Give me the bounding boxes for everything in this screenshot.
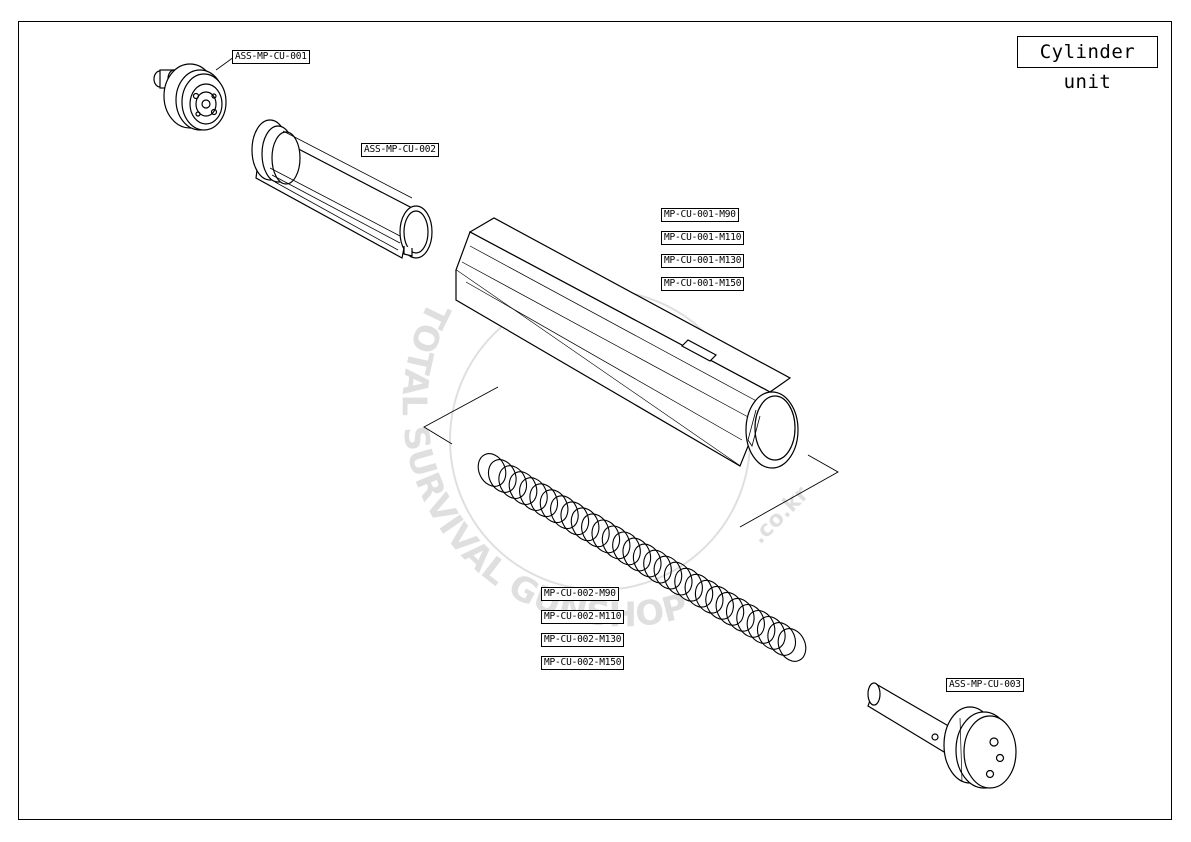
spring-coil	[663, 561, 693, 596]
spring-coil	[477, 453, 507, 487]
spring-coil	[498, 465, 528, 500]
spring-coil	[725, 597, 755, 632]
cylinder-part	[455, 217, 799, 469]
spring-coil	[756, 615, 786, 650]
part-label-cylinder-m90: MP-CU-001-M90	[661, 208, 739, 222]
part-label-spring-guide: ASS-MP-CU-003	[946, 678, 1024, 692]
spring-coil	[705, 585, 734, 620]
spring-coil	[591, 519, 621, 554]
part-label-cylinder-m150: MP-CU-001-M150	[661, 277, 745, 291]
spring-coil	[715, 591, 745, 626]
part-label-spring-m130: MP-CU-002-M130	[541, 633, 625, 647]
spring-coil	[601, 525, 631, 560]
spring-guide-part	[867, 682, 1017, 789]
spring-coil	[632, 543, 662, 578]
spring-coil	[539, 489, 569, 524]
spring-coil	[746, 609, 776, 644]
spring-coil	[612, 531, 641, 566]
spring-coil	[550, 495, 579, 530]
spring-coil	[653, 555, 683, 590]
spring-coil	[736, 603, 765, 638]
part-label-cylinder-m130: MP-CU-001-M130	[661, 254, 745, 268]
centerline-plane	[423, 386, 839, 528]
part-label-piston: ASS-MP-CU-002	[361, 143, 439, 157]
part-label-spring-m90: MP-CU-002-M90	[541, 587, 619, 601]
spring-coil	[622, 537, 652, 572]
spring-coil	[674, 567, 703, 602]
part-label-cylinder-m110: MP-CU-001-M110	[661, 231, 745, 245]
leader-line-hidden-2	[1000, 692, 1010, 700]
spring-coil	[777, 628, 807, 662]
part-label-spring-m150: MP-CU-002-M150	[541, 656, 625, 670]
spring-coil	[684, 573, 714, 608]
spring-coil	[694, 579, 724, 614]
part-label-spring-m110: MP-CU-002-M110	[541, 610, 625, 624]
spring-coil	[529, 483, 559, 518]
spring-coil	[508, 471, 538, 506]
piston-part	[251, 119, 433, 259]
drawing-frame	[18, 21, 1172, 820]
leader-line	[215, 56, 235, 71]
spring-coil	[560, 501, 590, 536]
spring-part	[477, 453, 807, 662]
watermark-domain: .co.kr	[747, 482, 815, 550]
spring-coil	[767, 622, 797, 656]
spring-coil	[581, 513, 610, 548]
spring-coil	[570, 507, 600, 542]
part-label-cylinder-head: ASS-MP-CU-001	[232, 50, 310, 64]
spring-coil	[643, 549, 672, 584]
cylinder-head-part	[153, 63, 227, 131]
spring-coil	[519, 477, 548, 512]
spring-coil	[487, 459, 517, 493]
drawing-title: Cylinder unit	[1017, 36, 1158, 93]
